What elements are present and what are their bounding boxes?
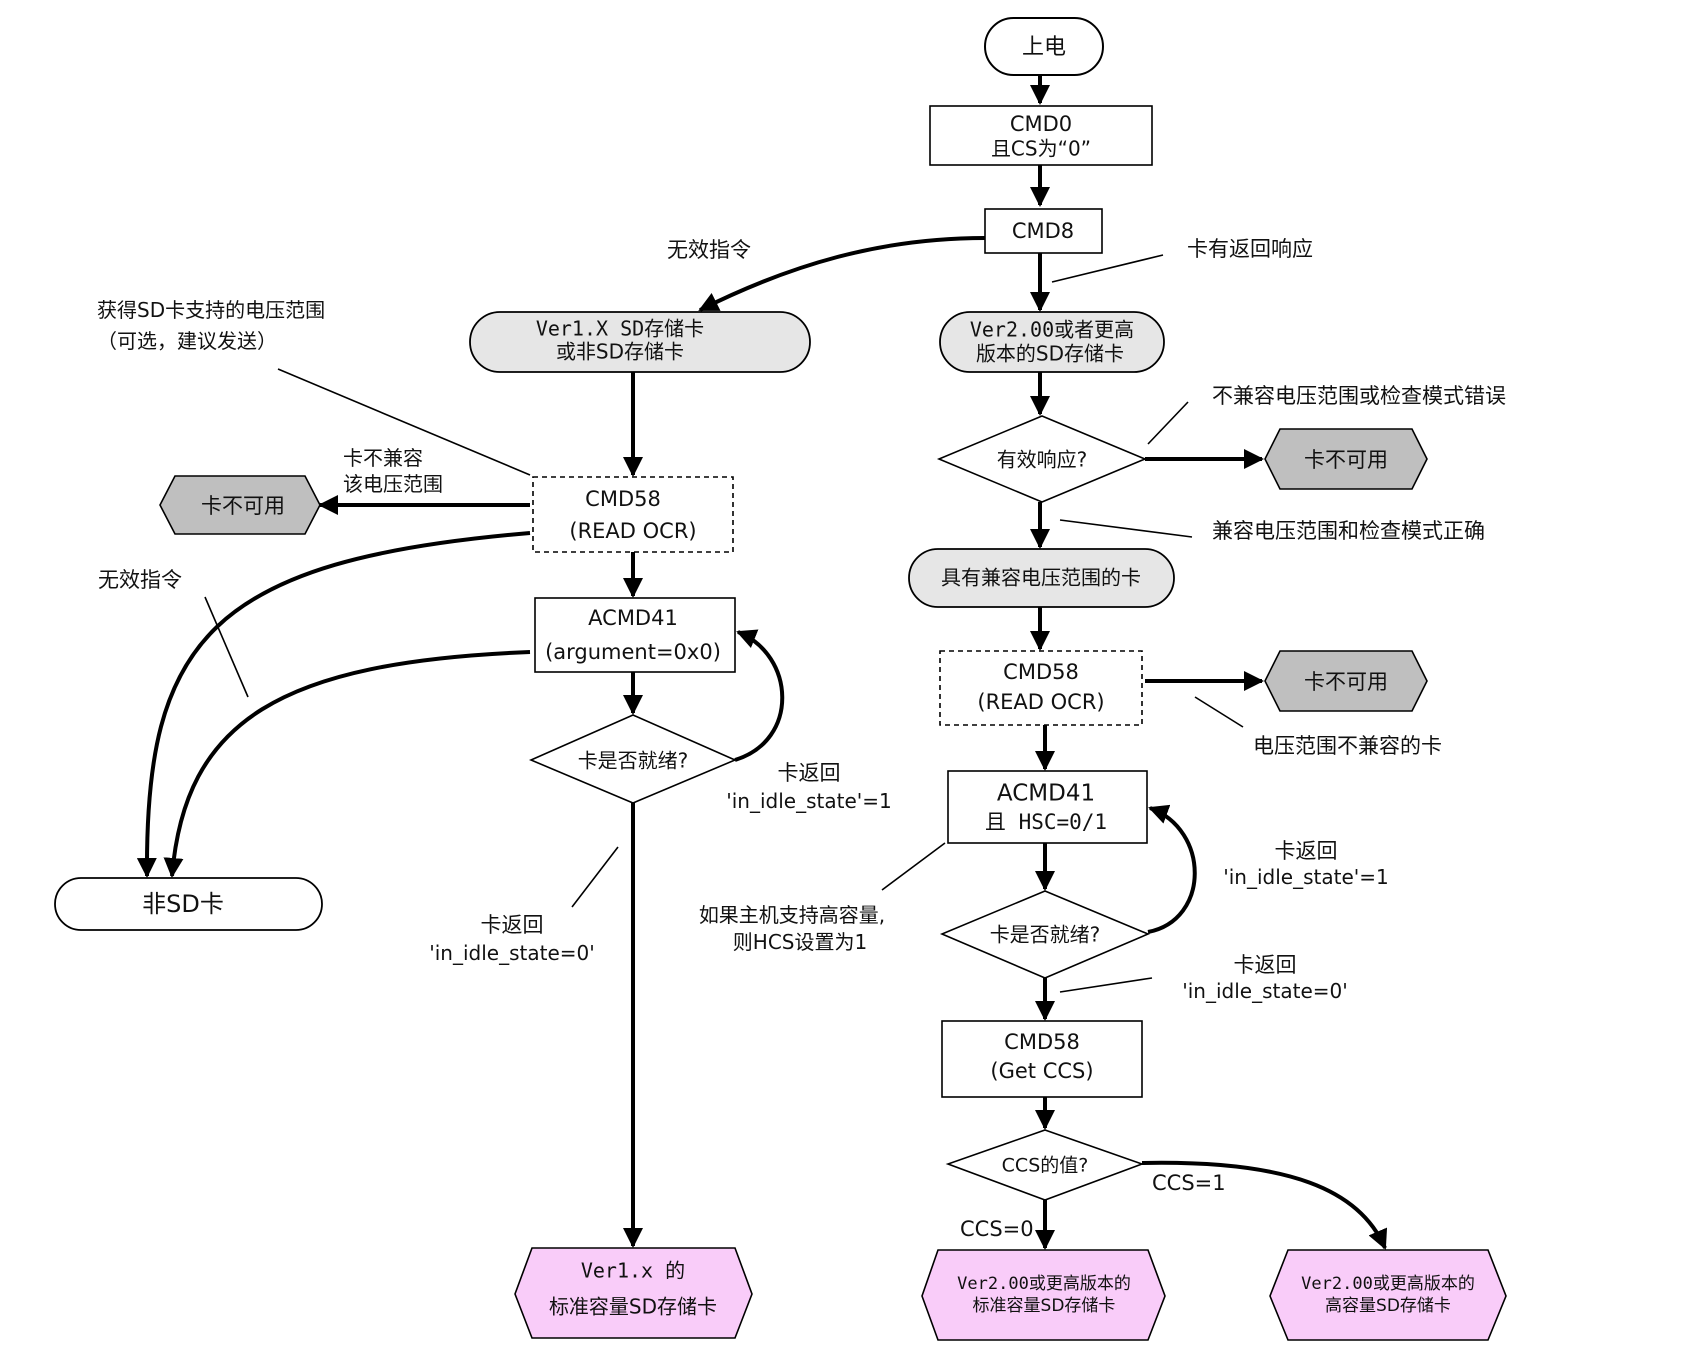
ready-left-label: 卡是否就绪? xyxy=(578,749,689,773)
idle0-left-label-1: 卡返回 xyxy=(481,913,544,937)
invalid-cmd-left-label: 无效指令 xyxy=(98,568,182,592)
edge-acmd41-nonsd xyxy=(163,650,531,878)
get-voltage-label-1: 获得SD卡支持的电压范围 xyxy=(97,298,325,322)
non-sd-terminal: 非SD卡 xyxy=(54,877,323,931)
v2-card-label-1: Ver2.00或者更高 xyxy=(970,318,1134,342)
edge-ccs1 xyxy=(1141,1160,1388,1250)
non-sd-label: 非SD卡 xyxy=(142,890,224,918)
high-v2-label-2: 高容量SD存储卡 xyxy=(1325,1296,1451,1316)
cmd8-box: CMD8 xyxy=(984,208,1103,254)
ccs1-label: CCS=1 xyxy=(1152,1171,1226,1195)
incompat-or-error-label: 不兼容电压范围或检查模式错误 xyxy=(1212,384,1506,408)
get-voltage-label-2: （可选，建议发送） xyxy=(97,329,277,353)
cmd58-get-ccs-box: CMD58 (Get CCS) xyxy=(941,1020,1143,1098)
annotation-labels: 无效指令 卡有返回响应 获得SD卡支持的电压范围 （可选，建议发送） 不兼容电压… xyxy=(97,237,1506,1241)
idle1-right-label-2: 'in_idle_state'=1 xyxy=(1223,865,1389,889)
cmd58-read-ocr-left: CMD58 (READ OCR) xyxy=(532,476,734,553)
acmd41-left-box: ACMD41 (argument=0x0) xyxy=(534,597,736,673)
std-v2-label-2: 标准容量SD存储卡 xyxy=(973,1296,1116,1316)
cmd58-right-label-1: CMD58 xyxy=(1003,660,1079,684)
power-on-label: 上电 xyxy=(1022,35,1066,60)
cmd58-left-label-2: (READ OCR) xyxy=(569,519,696,543)
invalid-cmd-top-label: 无效指令 xyxy=(667,238,751,262)
edge-cmd8-v1 xyxy=(698,236,986,312)
ready-right-label: 卡是否就绪? xyxy=(990,923,1101,947)
std-capacity-v1-card: Ver1.x 的 标准容量SD存储卡 xyxy=(514,1247,753,1339)
valid-response-decision: 有效响应? xyxy=(936,415,1148,503)
leader-lines xyxy=(204,254,1244,993)
ccs-value-decision: CCS的值? xyxy=(945,1129,1145,1201)
valid-response-label: 有效响应? xyxy=(997,448,1088,472)
v1-card-label-2: 或非SD存储卡 xyxy=(556,340,684,364)
idle0-right-label-1: 卡返回 xyxy=(1234,953,1297,977)
v2-card-terminal: Ver2.00或者更高 版本的SD存储卡 xyxy=(939,311,1165,373)
acmd41-hsc-box: ACMD41 且 HSC=0/1 xyxy=(947,770,1148,844)
ready-decision-right: 卡是否就绪? xyxy=(939,890,1151,979)
edge-cmd58-nonsd xyxy=(136,531,531,878)
ready-decision-left: 卡是否就绪? xyxy=(528,714,738,804)
ccs-value-label: CCS的值? xyxy=(1002,1155,1089,1177)
unusable-card-1: 卡不可用 xyxy=(1264,428,1428,490)
std-v1-label-1: Ver1.x 的 xyxy=(581,1259,685,1283)
hcs-note-label-2: 则HCS设置为1 xyxy=(733,930,867,954)
v1-card-label-1: Ver1.X SD存储卡 xyxy=(536,317,704,341)
cmd0-cs-label: 且CS为“0” xyxy=(991,137,1091,161)
unusable-card-3: 卡不可用 xyxy=(159,475,321,535)
hcs-note-label-1: 如果主机支持高容量, xyxy=(699,903,885,927)
acmd41-right-label-2: 且 HSC=0/1 xyxy=(985,810,1107,834)
incompat-card-label: 电压范围不兼容的卡 xyxy=(1253,734,1442,758)
std-v2-label-1: Ver2.00或更高版本的 xyxy=(957,1274,1131,1294)
cmd0-box: CMD0 且CS为“0” xyxy=(929,105,1153,166)
high-capacity-v2-card: Ver2.00或更高版本的 高容量SD存储卡 xyxy=(1269,1249,1507,1341)
idle0-left-label-2: 'in_idle_state=0' xyxy=(429,941,595,965)
acmd41-left-label-1: ACMD41 xyxy=(588,606,678,630)
v1-card-terminal: Ver1.X SD存储卡 或非SD存储卡 xyxy=(469,311,811,373)
edge-ready-loop-right xyxy=(1147,804,1197,934)
idle1-left-label-2: 'in_idle_state'=1 xyxy=(726,789,892,813)
compatible-card-terminal: 具有兼容电压范围的卡 xyxy=(908,548,1175,608)
compatible-card-label: 具有兼容电压范围的卡 xyxy=(941,566,1141,590)
cmd8-label: CMD8 xyxy=(1012,219,1074,243)
idle0-right-label-2: 'in_idle_state=0' xyxy=(1182,979,1348,1003)
compat-ok-label: 兼容电压范围和检查模式正确 xyxy=(1212,519,1485,543)
cmd58-left-label-1: CMD58 xyxy=(585,487,661,511)
flow-edges xyxy=(136,75,1388,1250)
idle1-right-label-1: 卡返回 xyxy=(1275,839,1338,863)
unusable-card-2-label: 卡不可用 xyxy=(1304,670,1388,694)
idle1-left-label-1: 卡返回 xyxy=(778,761,841,785)
acmd41-left-label-2: (argument=0x0) xyxy=(545,640,721,664)
power-on-terminal: 上电 xyxy=(984,17,1104,76)
unusable-card-1-label: 卡不可用 xyxy=(1304,448,1388,472)
cmd0-label: CMD0 xyxy=(1010,112,1072,136)
edge-ready-loop-left xyxy=(734,629,785,762)
std-capacity-v2-card: Ver2.00或更高版本的 标准容量SD存储卡 xyxy=(921,1249,1166,1341)
v2-card-label-2: 版本的SD存储卡 xyxy=(976,342,1124,366)
cmd58-read-ocr-right: CMD58 (READ OCR) xyxy=(939,650,1143,726)
unusable-card-3-label: 卡不可用 xyxy=(201,494,285,518)
card-response-label: 卡有返回响应 xyxy=(1187,237,1313,261)
acmd41-right-label-1: ACMD41 xyxy=(997,781,1095,807)
std-v1-label-2: 标准容量SD存储卡 xyxy=(549,1295,717,1319)
unusable-card-2: 卡不可用 xyxy=(1264,650,1428,712)
cmd58-right-label-2: (READ OCR) xyxy=(977,690,1104,714)
cmd58-ccs-label-1: CMD58 xyxy=(1004,1030,1080,1054)
card-incompat-label-1: 卡不兼容 xyxy=(343,446,423,470)
high-v2-label-1: Ver2.00或更高版本的 xyxy=(1301,1274,1475,1294)
cmd58-ccs-label-2: (Get CCS) xyxy=(990,1059,1093,1083)
ccs0-label: CCS=0 xyxy=(960,1217,1034,1241)
card-incompat-label-2: 该电压范围 xyxy=(343,472,443,496)
